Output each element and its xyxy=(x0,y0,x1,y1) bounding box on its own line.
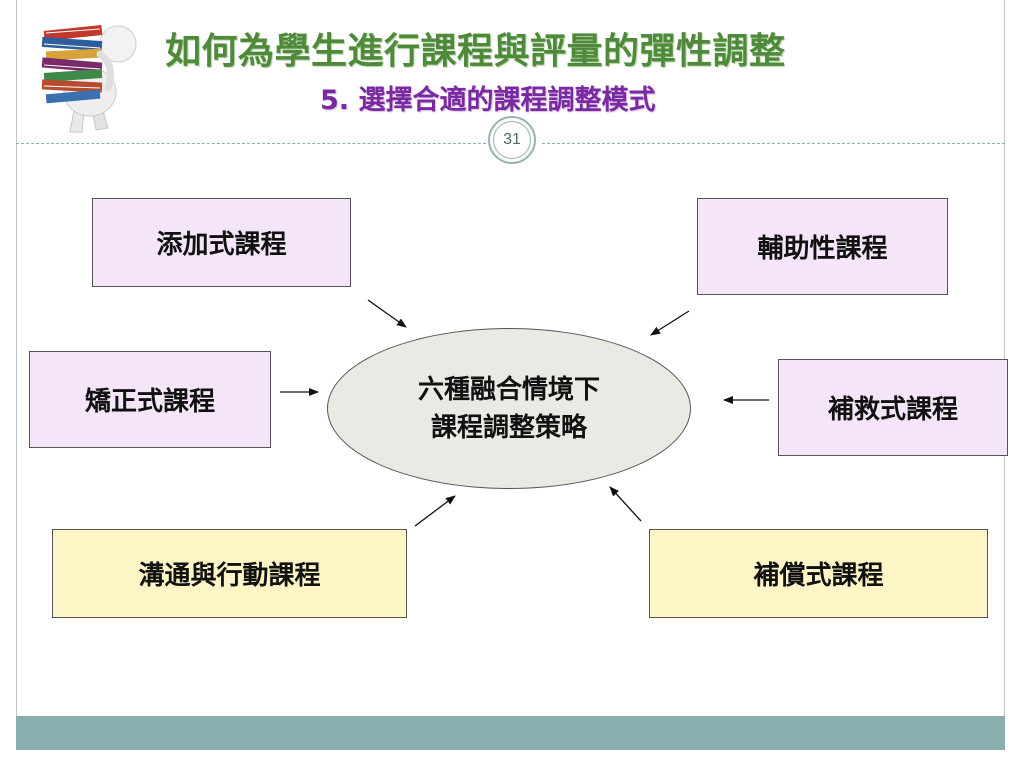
center-label-line2: 課程調整策略 xyxy=(430,412,587,443)
header-divider-right xyxy=(542,143,1005,144)
box-auxiliary-curriculum: 輔助性課程 xyxy=(697,198,948,295)
page-number: 31 xyxy=(493,121,531,159)
person-carrying-books-icon xyxy=(41,24,137,133)
box-auxiliary-label: 輔助性課程 xyxy=(757,234,888,264)
page-number-badge: 31 xyxy=(488,116,536,164)
slide-title: 如何為學生進行課程與評量的彈性調整 xyxy=(165,31,786,72)
header-divider-left xyxy=(16,143,486,144)
box-communication-label: 溝通與行動課程 xyxy=(138,561,321,591)
center-strategy-ellipse: 六種融合情境下 課程調整策略 xyxy=(327,328,691,489)
box-compensatory-label: 補償式課程 xyxy=(753,561,884,591)
box-communication-mobility-curriculum: 溝通與行動課程 xyxy=(52,529,407,618)
box-remedial-curriculum: 補救式課程 xyxy=(778,359,1008,456)
box-remedial-label: 補救式課程 xyxy=(827,395,958,425)
slide-subtitle: 5. 選擇合適的課程調整模式 xyxy=(320,85,656,116)
box-additive-curriculum: 添加式課程 xyxy=(92,198,351,287)
box-corrective-curriculum: 矯正式課程 xyxy=(29,351,271,448)
center-label-line1: 六種融合情境下 xyxy=(417,374,600,405)
box-compensatory-curriculum: 補償式課程 xyxy=(649,529,988,618)
box-corrective-label: 矯正式課程 xyxy=(84,387,215,417)
box-additive-label: 添加式課程 xyxy=(156,230,287,260)
footer-bar xyxy=(16,716,1005,750)
